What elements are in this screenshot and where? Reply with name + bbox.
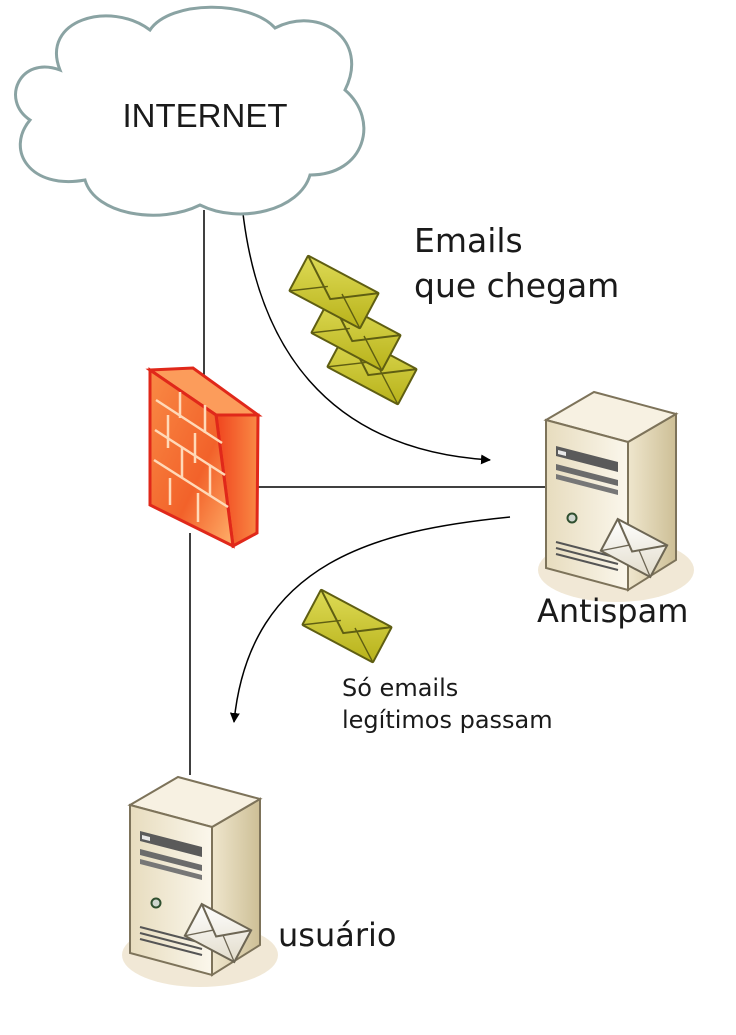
antispam-server-icon (537, 391, 695, 603)
incoming-email-arrow (239, 179, 491, 465)
legit-email-arrow (229, 516, 511, 723)
legit-emails-label-line1: Só emails (342, 674, 458, 702)
user-label: usuário (278, 916, 396, 954)
incoming-emails-label-line1: Emails (414, 221, 523, 260)
user-server-icon (121, 776, 279, 988)
firewall-icon (145, 366, 263, 549)
internet-label: INTERNET (123, 97, 288, 134)
legit-envelope-icon (301, 588, 393, 664)
incoming-emails-label-line2: que chegam (414, 266, 619, 305)
legit-emails-label-line2: legítimos passam (342, 706, 553, 734)
internet-cloud: INTERNET (14, 5, 366, 217)
antispam-label: Antispam (537, 592, 688, 630)
incoming-emails-stack (288, 254, 418, 406)
